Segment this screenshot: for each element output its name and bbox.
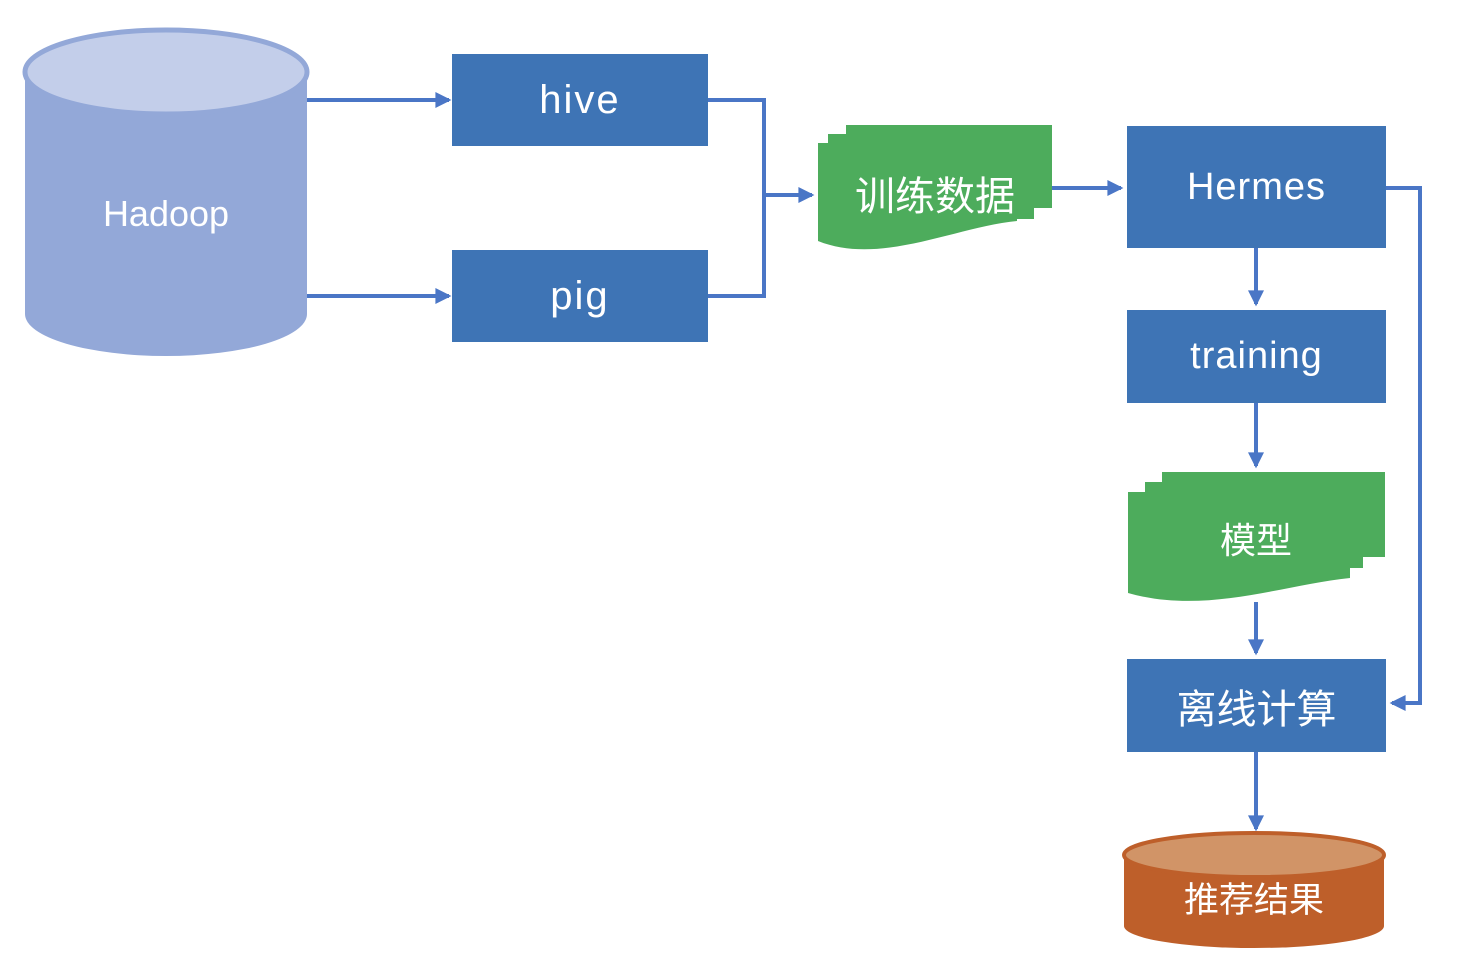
hadoop-cylinder-top	[22, 27, 310, 117]
edges-layer	[307, 92, 1422, 832]
recommendation-result-cylinder	[1122, 831, 1386, 948]
hadoop-cylinder-body	[25, 72, 307, 356]
edge-hermes-offline-compute	[1386, 186, 1422, 711]
hadoop-cylinder	[22, 27, 310, 356]
model-multidocument	[1128, 472, 1385, 601]
training-box	[1127, 310, 1386, 403]
recommendation-result-cylinder-top	[1122, 831, 1386, 879]
pig-box	[452, 250, 708, 342]
recommendation-result-cylinder-body	[1124, 855, 1384, 948]
hermes-box	[1127, 126, 1386, 248]
training-data-multidocument	[818, 125, 1052, 250]
offline-compute-box	[1127, 659, 1386, 752]
edge-hive-pig-junction	[708, 98, 766, 298]
hive-box	[452, 54, 708, 146]
